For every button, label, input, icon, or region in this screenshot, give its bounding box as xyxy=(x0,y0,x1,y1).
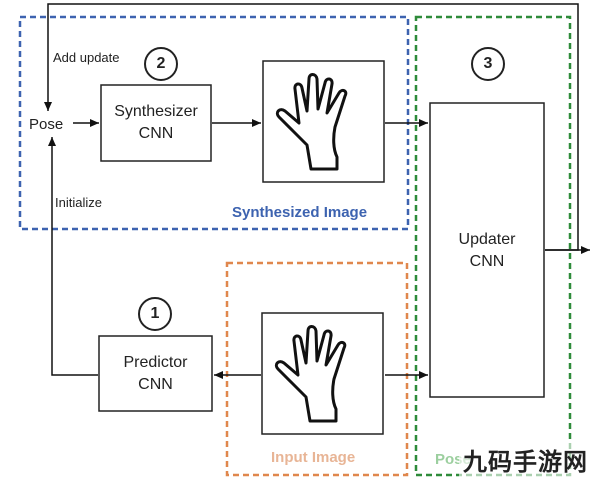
step-1-badge: 1 xyxy=(138,297,172,331)
synthesized-image-label: Synthesized Image xyxy=(232,204,368,221)
hand-outline-icon xyxy=(275,73,348,171)
pose-region xyxy=(414,15,572,477)
input-image-frame xyxy=(261,312,384,435)
arrow-initialize-to-pose xyxy=(48,137,98,376)
add-update-label: Add update xyxy=(53,50,120,65)
predictor-line2: CNN xyxy=(138,376,173,393)
pose-label: Pose xyxy=(29,116,64,133)
watermark-text: 九码手游网 xyxy=(459,442,592,477)
input-image-region xyxy=(225,261,409,477)
synthesizer-cnn-box xyxy=(100,84,212,162)
predictor-line1: Predictor xyxy=(123,354,188,371)
updater-line2: CNN xyxy=(469,253,505,270)
step-2-badge: 2 xyxy=(144,47,178,81)
synth-image-frame xyxy=(262,60,385,183)
synthesizer-line2: CNN xyxy=(138,125,174,142)
synthesizer-cnn-text: Synthesizer CNN xyxy=(101,101,211,145)
updater-cnn-box xyxy=(429,102,545,398)
step-3-badge: 3 xyxy=(471,47,505,81)
updater-line1: Updater xyxy=(458,231,516,248)
hand-outline-icon xyxy=(274,325,347,423)
input-image-label: Input Image xyxy=(271,449,356,466)
initialize-label: Initialize xyxy=(55,195,102,210)
synthesizer-line1: Synthesizer xyxy=(114,103,198,120)
predictor-cnn-box xyxy=(98,335,213,412)
predictor-cnn-text: Predictor CNN xyxy=(99,352,212,396)
updater-cnn-text: Updater CNN xyxy=(430,229,544,273)
